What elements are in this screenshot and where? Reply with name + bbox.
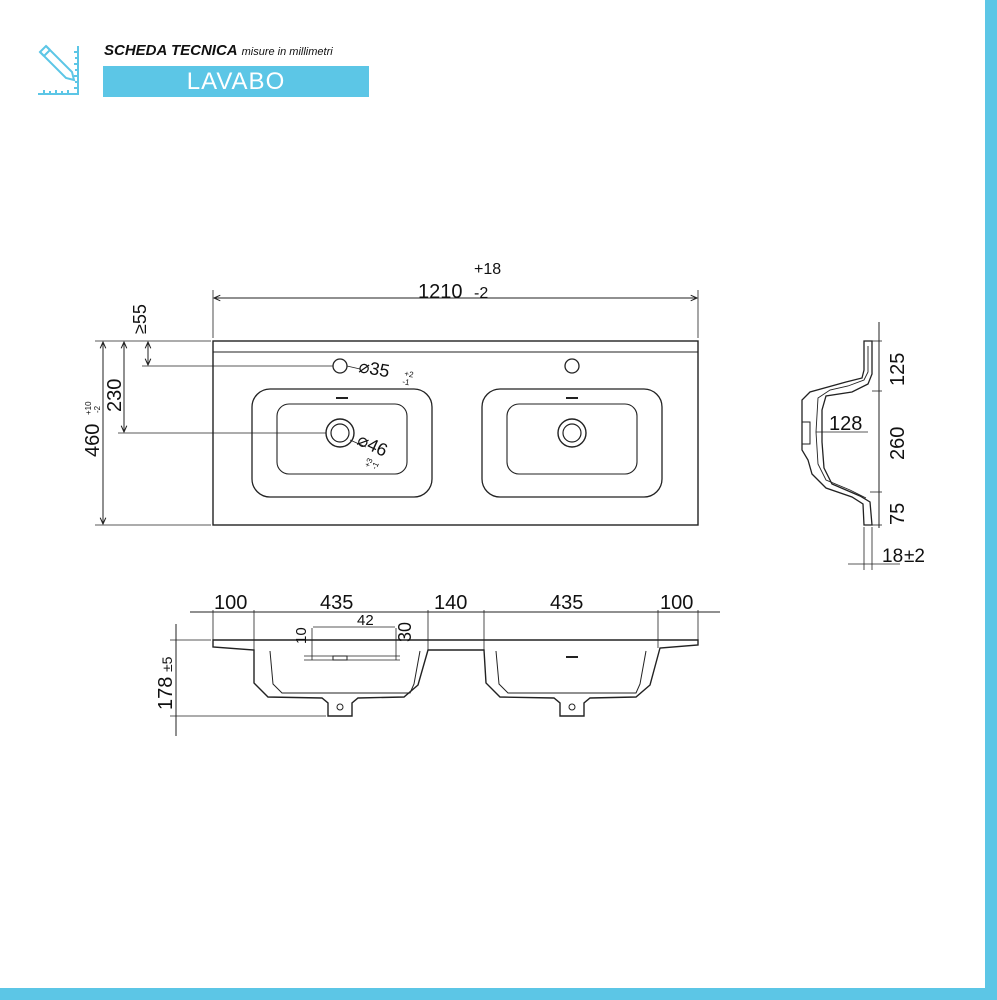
height-tol: ±5 [159, 656, 175, 672]
right-basin-inner [506, 403, 638, 475]
mid-section-label: 260 [887, 427, 909, 460]
side-view [801, 322, 900, 570]
side-left-label: 100 [214, 592, 247, 614]
depth-label: 460 [82, 424, 104, 457]
front-profile [212, 639, 699, 717]
subtitle-text: misure in millimetri [241, 46, 333, 58]
product-banner: LAVABO [103, 66, 369, 97]
width-tol-plus: +18 [474, 261, 501, 278]
front-view [170, 610, 720, 736]
depth-tol-plus: +10 [84, 401, 93, 415]
drain-offset-label: 230 [104, 379, 126, 412]
tap-tol-plus: +2 [404, 369, 415, 380]
side-view-labels: 125 260 75 128 18 ±2 [829, 353, 925, 567]
drain-tol-plus: +3 [363, 456, 375, 469]
product-name: LAVABO [186, 68, 286, 95]
drain-hole-label: ⌀46 [354, 429, 390, 460]
overflow-width-label: 42 [357, 612, 374, 629]
min-edge-label: ≥55 [130, 304, 150, 334]
basin-depth-label: 128 [829, 413, 862, 435]
left-tap-hole [332, 358, 348, 374]
right-border [985, 0, 997, 1000]
overflow-height-label: 10 [293, 627, 310, 644]
depth-tol-minus: -2 [93, 405, 102, 413]
height-label: 178 [155, 677, 177, 710]
center-gap-label: 140 [434, 592, 467, 614]
thickness-tol: ±2 [904, 546, 925, 567]
right-tap-hole [564, 358, 580, 374]
left-basin-outer [251, 388, 433, 498]
top-section-label: 125 [887, 353, 909, 386]
tap-hole-label: ⌀35 [357, 356, 391, 381]
left-drain [325, 418, 355, 448]
thickness-label: 18 [882, 546, 903, 567]
drain-tol-minus: -1 [370, 460, 381, 471]
width-label: 1210 [418, 281, 463, 303]
width-tol-minus: -2 [474, 285, 488, 302]
overflow-depth-label: 30 [395, 622, 415, 642]
bottom-section-label: 75 [887, 503, 909, 525]
tap-tol-minus: -1 [402, 377, 411, 387]
right-basin-outer [481, 388, 663, 498]
basin-left-label: 435 [320, 592, 353, 614]
left-basin-inner [276, 403, 408, 475]
title-text: SCHEDA TECNICA [104, 42, 238, 59]
front-view-labels: 100 435 140 435 100 42 10 30 178 ±5 [155, 592, 693, 710]
right-drain [557, 418, 587, 448]
side-right-label: 100 [660, 592, 693, 614]
ruler-pencil-icon [38, 44, 79, 95]
side-profile [801, 340, 873, 526]
bottom-border [0, 988, 997, 1000]
overflow-slot [332, 655, 348, 661]
basin-right-label: 435 [550, 592, 583, 614]
top-view [95, 290, 699, 526]
